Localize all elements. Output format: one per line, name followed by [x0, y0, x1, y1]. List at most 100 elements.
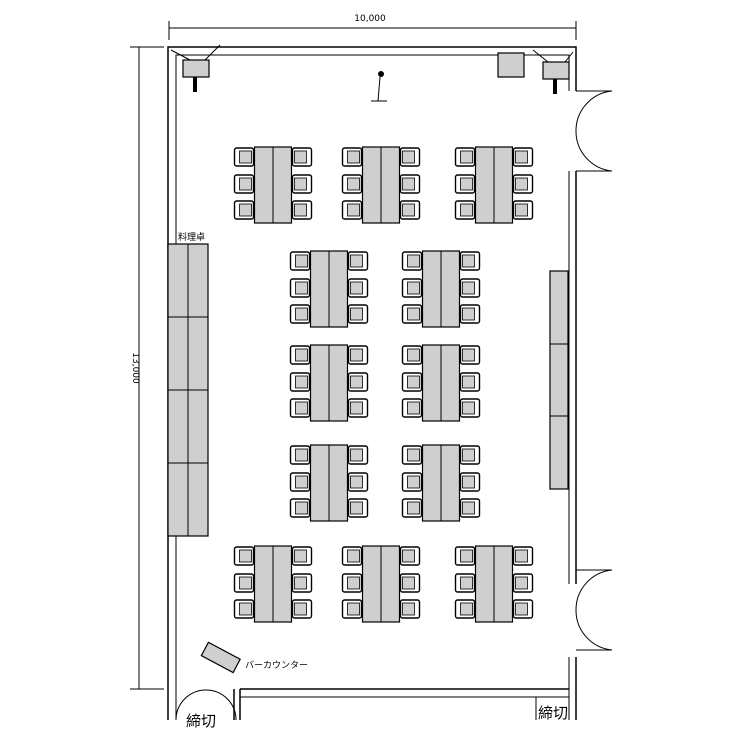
- chair: [512, 200, 534, 220]
- chair: [291, 546, 313, 566]
- chair: [347, 251, 369, 271]
- chair: [341, 546, 363, 566]
- chair: [459, 345, 481, 365]
- chair: [401, 498, 423, 518]
- table-group: [341, 545, 421, 623]
- chair: [233, 200, 255, 220]
- chair: [512, 573, 534, 593]
- width-label: 10,000: [354, 14, 386, 24]
- table-group: [233, 146, 313, 224]
- chair: [289, 372, 311, 392]
- buffet-table-label: 料理卓: [178, 231, 205, 243]
- speaker-left: [170, 44, 221, 92]
- chair: [341, 573, 363, 593]
- table-group: [289, 250, 369, 328]
- chair: [347, 398, 369, 418]
- chair: [512, 599, 534, 619]
- bar-counter-label: バーカウンター: [245, 660, 308, 671]
- chair: [347, 472, 369, 492]
- chair: [347, 445, 369, 465]
- chair: [347, 498, 369, 518]
- chair: [291, 174, 313, 194]
- chair: [399, 200, 421, 220]
- chair: [459, 445, 481, 465]
- chair: [291, 573, 313, 593]
- table-group: [401, 344, 481, 422]
- chair: [399, 546, 421, 566]
- chair: [347, 345, 369, 365]
- door-bottom-left: [175, 689, 237, 721]
- table-group: [454, 545, 534, 623]
- chair: [512, 147, 534, 167]
- chair: [341, 174, 363, 194]
- chair: [454, 599, 476, 619]
- chair: [401, 278, 423, 298]
- chair: [459, 398, 481, 418]
- banquet-table: [309, 344, 349, 422]
- chair: [233, 599, 255, 619]
- chair: [454, 147, 476, 167]
- banquet-table: [253, 146, 293, 224]
- chair: [289, 251, 311, 271]
- chair: [291, 147, 313, 167]
- door-upper-right: [575, 90, 613, 172]
- banquet-table: [361, 545, 401, 623]
- chair: [401, 398, 423, 418]
- chair: [289, 278, 311, 298]
- banquet-table: [474, 545, 514, 623]
- height-dimension: 13,000: [130, 46, 164, 690]
- chair: [289, 398, 311, 418]
- banquet-table: [421, 344, 461, 422]
- table-group: [401, 444, 481, 522]
- chair: [459, 372, 481, 392]
- banquet-table: [421, 444, 461, 522]
- table-group: [289, 344, 369, 422]
- door-lower-right: [575, 569, 613, 651]
- chair: [454, 174, 476, 194]
- chair: [401, 345, 423, 365]
- chair: [399, 147, 421, 167]
- closed-label-right: 締切: [538, 704, 568, 722]
- banquet-table: [309, 250, 349, 328]
- chair: [401, 304, 423, 324]
- chair: [233, 174, 255, 194]
- bar-counter: バーカウンター: [200, 641, 308, 674]
- table-group: [454, 146, 534, 224]
- chair: [454, 573, 476, 593]
- table-group: [289, 444, 369, 522]
- speaker-right: [532, 49, 574, 94]
- table-group: [233, 545, 313, 623]
- table-group: [401, 250, 481, 328]
- banquet-table: [361, 146, 401, 224]
- chair: [459, 251, 481, 271]
- chair: [459, 472, 481, 492]
- chair: [233, 573, 255, 593]
- chair: [401, 372, 423, 392]
- banquet-table: [421, 250, 461, 328]
- chair: [289, 498, 311, 518]
- table-groups: [233, 146, 534, 623]
- table-group: [341, 146, 421, 224]
- width-dimension: 10,000: [168, 14, 577, 40]
- chair: [401, 445, 423, 465]
- banquet-table: [253, 545, 293, 623]
- chair: [399, 174, 421, 194]
- chair: [512, 546, 534, 566]
- chair: [454, 546, 476, 566]
- chair: [233, 147, 255, 167]
- chair: [291, 599, 313, 619]
- chair: [289, 445, 311, 465]
- banquet-table: [474, 146, 514, 224]
- height-label: 13,000: [130, 352, 140, 384]
- chair: [399, 599, 421, 619]
- chair: [459, 278, 481, 298]
- chair: [459, 498, 481, 518]
- microphone-stand: [371, 71, 387, 102]
- chair: [459, 304, 481, 324]
- chair: [399, 573, 421, 593]
- buffet-table: 料理卓: [167, 231, 209, 537]
- chair: [512, 174, 534, 194]
- chair: [341, 599, 363, 619]
- chair: [347, 372, 369, 392]
- chair: [233, 546, 255, 566]
